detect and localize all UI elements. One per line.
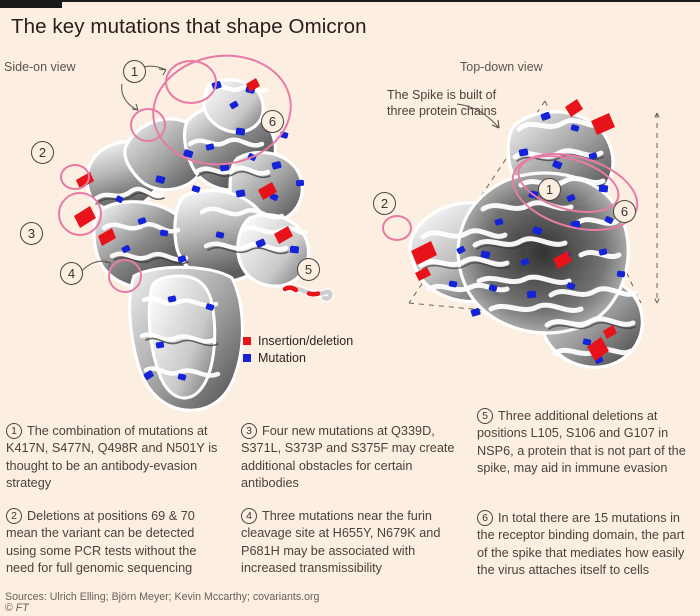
footnote-2-number: 2 xyxy=(6,508,22,524)
footnote-4-number: 4 xyxy=(241,508,257,524)
highlight-ellipse-1-side xyxy=(165,60,217,104)
footnote-6-text: In total there are 15 mutations in the r… xyxy=(477,511,685,578)
footnote-3-text: Four new mutations at Q339D, S371L, S373… xyxy=(241,424,455,491)
top-down-view-label: Top-down view xyxy=(460,60,543,74)
legend-item-insertion-deletion: Insertion/deletion xyxy=(243,332,353,349)
footnote-1-number: 1 xyxy=(6,423,22,439)
copyright-symbol: © xyxy=(5,602,13,614)
sources-line: Sources: Ulrich Elling; Björn Meyer; Kev… xyxy=(5,591,320,603)
page-title: The key mutations that shape Omicron xyxy=(11,15,367,38)
footnote-5-text: Three additional deletions at positions … xyxy=(477,409,686,476)
top-black-tab xyxy=(0,1,62,8)
highlight-ellipse-4-side xyxy=(108,259,142,293)
marker-4-leader-arrow-icon xyxy=(79,260,112,274)
marker-2-top[interactable]: 2 xyxy=(373,192,396,215)
footnote-5-number: 5 xyxy=(477,408,493,424)
insertion-deletion-swatch-icon xyxy=(243,336,251,345)
legend-item-mutation: Mutation xyxy=(243,349,353,366)
copyright-line: © FT xyxy=(5,602,29,614)
legend-label-mutation: Mutation xyxy=(258,350,306,365)
side-on-view-label: Side-on view xyxy=(4,60,76,74)
marker-2-side[interactable]: 2 xyxy=(31,141,54,164)
spike-protein-top-down-illustration xyxy=(408,99,662,369)
footnote-1-text: The combination of mutations at K417N, S… xyxy=(6,424,218,491)
spike-annotation-arrow-icon xyxy=(456,103,500,129)
footnote-2-text: Deletions at positions 69 & 70 mean the … xyxy=(6,509,197,576)
highlight-ellipse-2-top xyxy=(382,215,412,241)
footnote-4-text: Three mutations near the furin cleavage … xyxy=(241,509,441,576)
marker-5-side[interactable]: 5 xyxy=(297,258,320,281)
highlight-ellipse-3-side xyxy=(58,192,102,236)
footnote-3-number: 3 xyxy=(241,423,257,439)
marker-1-side[interactable]: 1 xyxy=(123,60,146,83)
marker-1-top[interactable]: 1 xyxy=(538,178,561,201)
top-hairline-rule xyxy=(0,0,700,2)
legend-label-insertion-deletion: Insertion/deletion xyxy=(258,333,354,348)
copyright-text: FT xyxy=(15,602,29,614)
marker-6-side[interactable]: 6 xyxy=(261,110,284,133)
marker-1-leader-arrow-down-icon xyxy=(121,83,139,111)
marker-3-side[interactable]: 3 xyxy=(20,222,43,245)
legend: Insertion/deletion Mutation xyxy=(243,332,353,366)
marker-4-side[interactable]: 4 xyxy=(60,262,83,285)
highlight-ellipse-2-side xyxy=(60,164,90,190)
highlight-ellipse-mut-mid-side xyxy=(130,108,166,142)
nsp6-protein-fragment-illustration xyxy=(281,284,334,302)
mutation-swatch-icon xyxy=(243,353,251,362)
marker-6-top[interactable]: 6 xyxy=(613,200,636,223)
footnote-6-number: 6 xyxy=(477,510,493,526)
